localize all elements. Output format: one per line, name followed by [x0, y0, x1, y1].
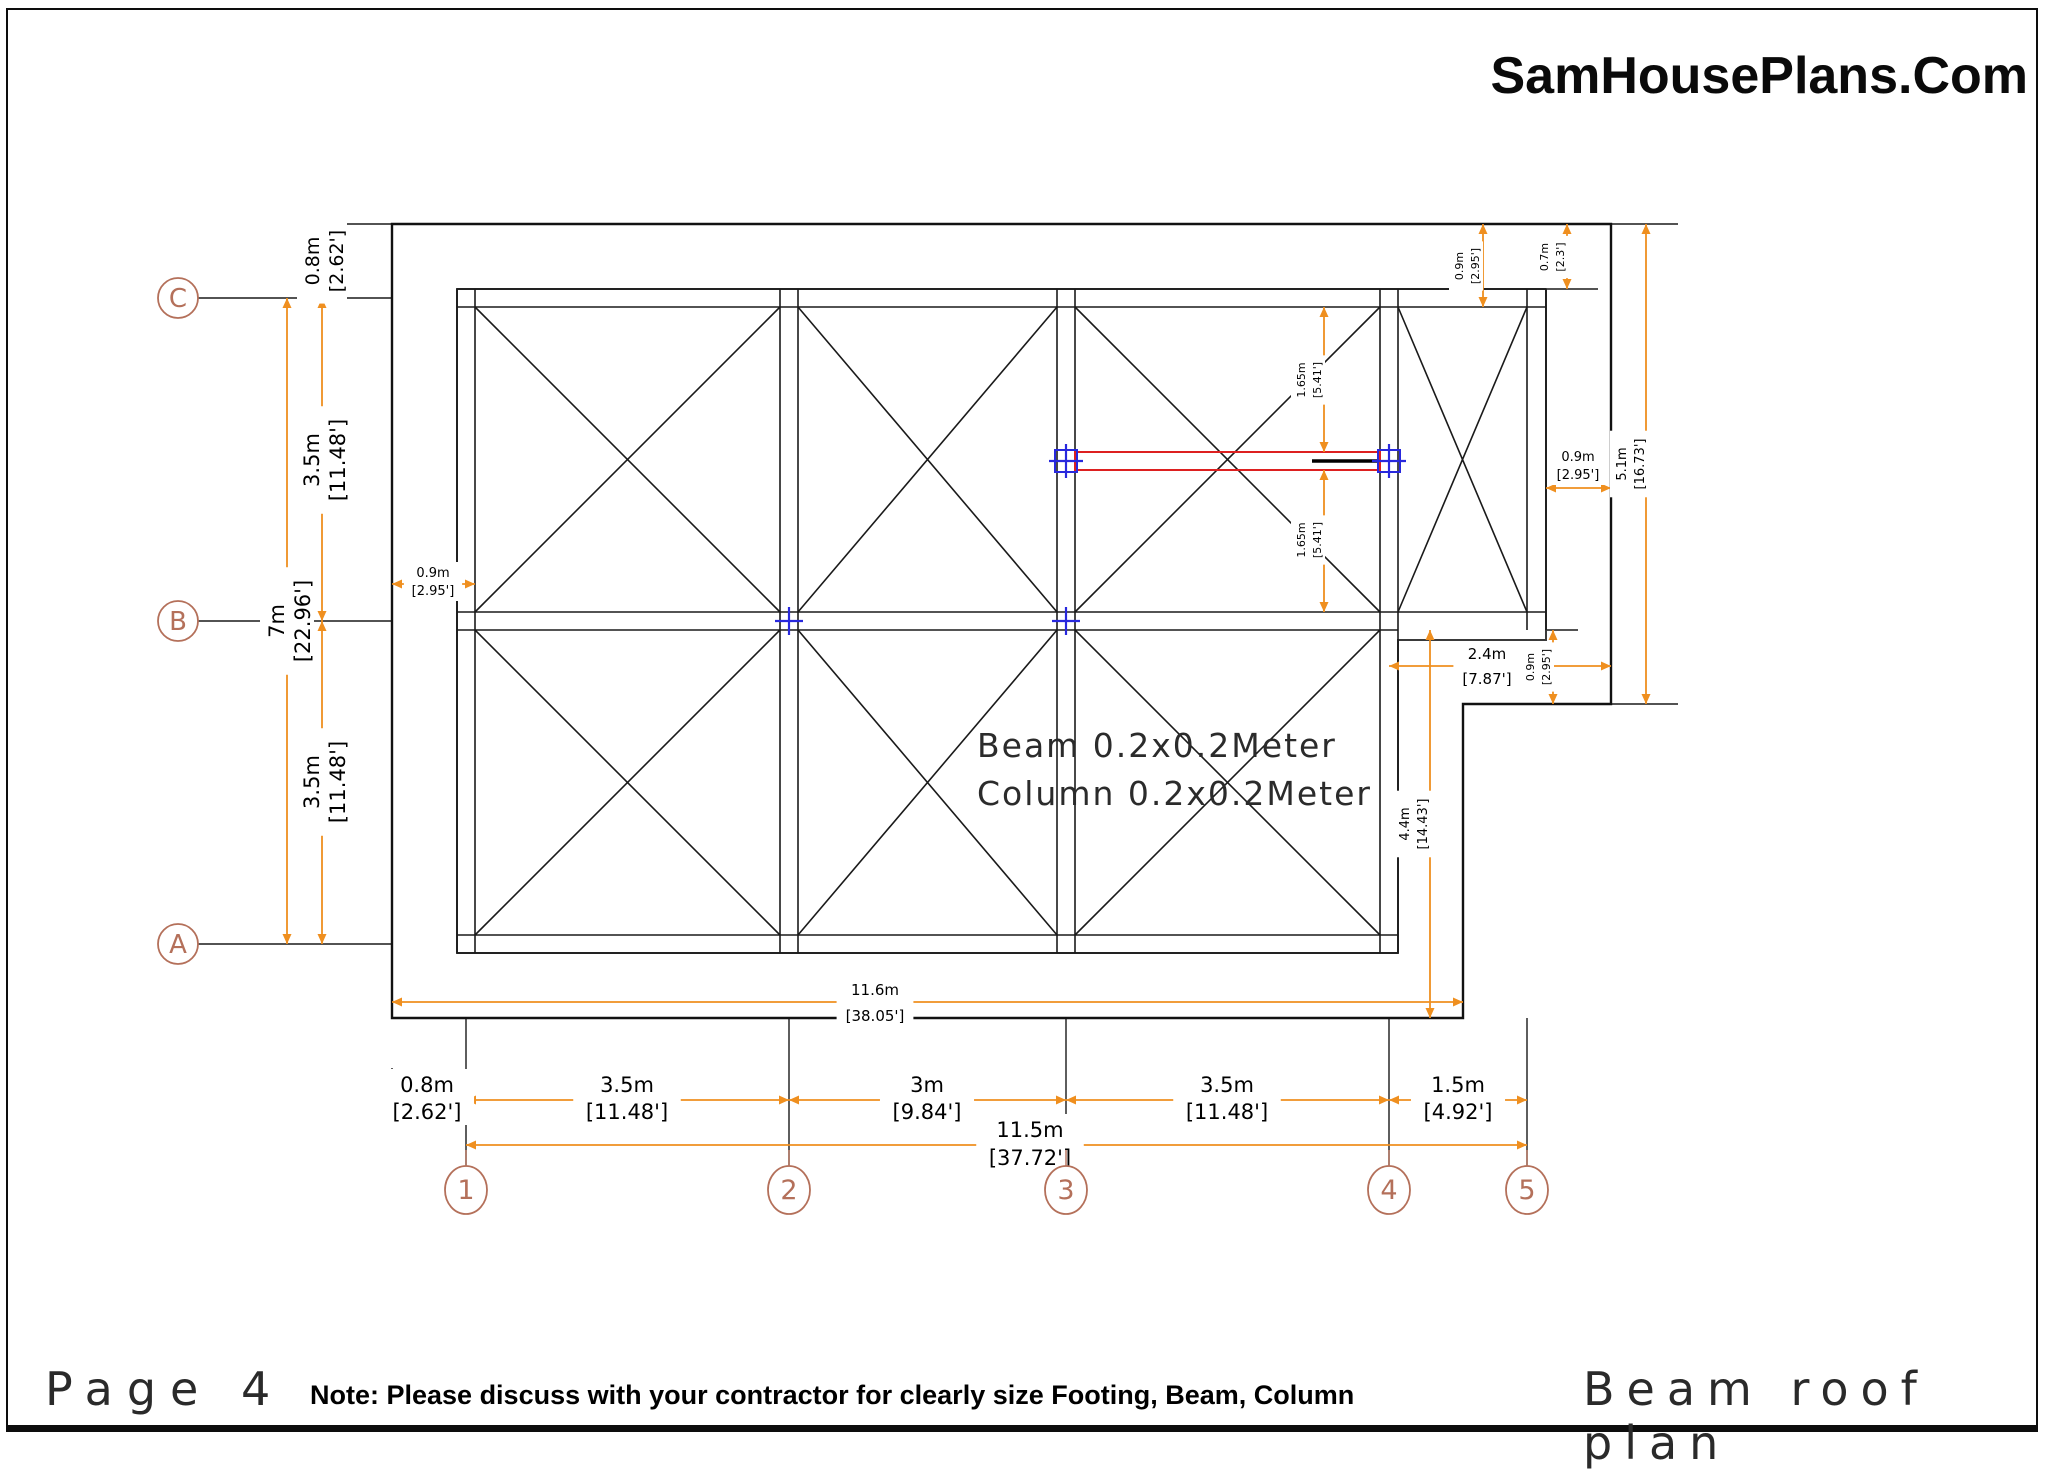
beam-roof-plan-page: { "page": { "site_title": "SamHousePlans…: [6, 8, 2038, 1470]
svg-text:A: A: [169, 930, 187, 960]
svg-text:B: B: [169, 607, 187, 637]
svg-text:[11.48']: [11.48']: [326, 741, 350, 823]
footer-plan-title: Beam roof plan: [1583, 1362, 1929, 1470]
site-title: SamHousePlans.Com: [1490, 47, 2029, 105]
svg-text:[16.73']: [16.73']: [1633, 439, 1648, 490]
dimension-lines: 0.8m[2.62']3.5m[11.48']7m[22.96']3.5m[11…: [260, 218, 1651, 1171]
svg-text:[9.84']: [9.84']: [893, 1100, 962, 1124]
svg-text:3.5m: 3.5m: [1200, 1073, 1254, 1097]
svg-text:1: 1: [457, 1175, 474, 1206]
svg-text:3.5m: 3.5m: [600, 1073, 654, 1097]
svg-text:[38.05']: [38.05']: [846, 1007, 905, 1025]
svg-text:[2.62']: [2.62']: [393, 1100, 462, 1124]
svg-text:[11.48']: [11.48']: [326, 419, 350, 501]
svg-text:3.5m: 3.5m: [300, 755, 324, 809]
svg-text:2: 2: [780, 1175, 797, 1206]
svg-text:[37.72']: [37.72']: [989, 1146, 1071, 1170]
svg-text:2.4m: 2.4m: [1468, 645, 1506, 663]
svg-text:0.8m: 0.8m: [400, 1073, 454, 1097]
svg-text:0.9m: 0.9m: [1561, 450, 1594, 465]
svg-text:[11.48']: [11.48']: [586, 1100, 668, 1124]
svg-text:3: 3: [1057, 1175, 1074, 1206]
svg-text:C: C: [169, 284, 187, 314]
svg-text:0.9m: 0.9m: [1453, 252, 1466, 280]
svg-text:Column 0.2x0.2Meter: Column 0.2x0.2Meter: [977, 774, 1372, 813]
svg-text:[7.87']: [7.87']: [1462, 670, 1511, 688]
svg-text:4.4m: 4.4m: [1398, 807, 1413, 840]
svg-text:4: 4: [1380, 1175, 1397, 1206]
footer-page-number: Page 4: [45, 1362, 285, 1416]
svg-text:[5.41']: [5.41']: [1311, 362, 1324, 398]
svg-text:[14.43']: [14.43']: [1416, 799, 1431, 850]
roof-outline: [390, 222, 1613, 1020]
svg-text:[2.95']: [2.95']: [1557, 468, 1600, 483]
beam-roof-plan-drawing: 0.8m[2.62']3.5m[11.48']7m[22.96']3.5m[11…: [157, 218, 1678, 1215]
svg-text:5: 5: [1518, 1175, 1535, 1206]
svg-text:0.7m: 0.7m: [1538, 243, 1551, 271]
svg-text:11.6m: 11.6m: [851, 981, 899, 999]
svg-text:0.9m: 0.9m: [1524, 653, 1537, 681]
svg-text:[2.3']: [2.3']: [1554, 242, 1567, 271]
svg-text:1.5m: 1.5m: [1431, 1073, 1485, 1097]
extension-lines: [198, 223, 1678, 1165]
svg-text:3.5m: 3.5m: [300, 433, 324, 487]
svg-text:11.5m: 11.5m: [996, 1118, 1063, 1142]
svg-text:5.1m: 5.1m: [1615, 447, 1630, 480]
svg-text:0.9m: 0.9m: [416, 566, 449, 581]
svg-text:1.65m: 1.65m: [1295, 362, 1308, 397]
svg-text:[2.95']: [2.95']: [1469, 248, 1482, 284]
svg-text:0.8m: 0.8m: [302, 237, 324, 286]
beam-lines: [456, 288, 1547, 954]
svg-text:Beam 0.2x0.2Meter: Beam 0.2x0.2Meter: [977, 726, 1337, 765]
footer-note: Note: Please discuss with your contracto…: [310, 1380, 1355, 1410]
svg-text:1.65m: 1.65m: [1295, 522, 1308, 557]
svg-text:[2.95']: [2.95']: [1540, 649, 1553, 685]
svg-text:[11.48']: [11.48']: [1186, 1100, 1268, 1124]
svg-text:[2.62']: [2.62']: [326, 230, 348, 292]
svg-text:7m: 7m: [265, 604, 289, 638]
highlighted-beam: [775, 444, 1406, 635]
svg-text:[4.92']: [4.92']: [1424, 1100, 1493, 1124]
svg-text:[5.41']: [5.41']: [1311, 522, 1324, 558]
svg-text:3m: 3m: [910, 1073, 944, 1097]
svg-text:[2.95']: [2.95']: [412, 584, 455, 599]
roof-panels: [474, 306, 1528, 936]
grid-bubbles: C B A 1 2 3 4 5: [157, 277, 1549, 1215]
svg-text:[22.96']: [22.96']: [291, 580, 315, 662]
